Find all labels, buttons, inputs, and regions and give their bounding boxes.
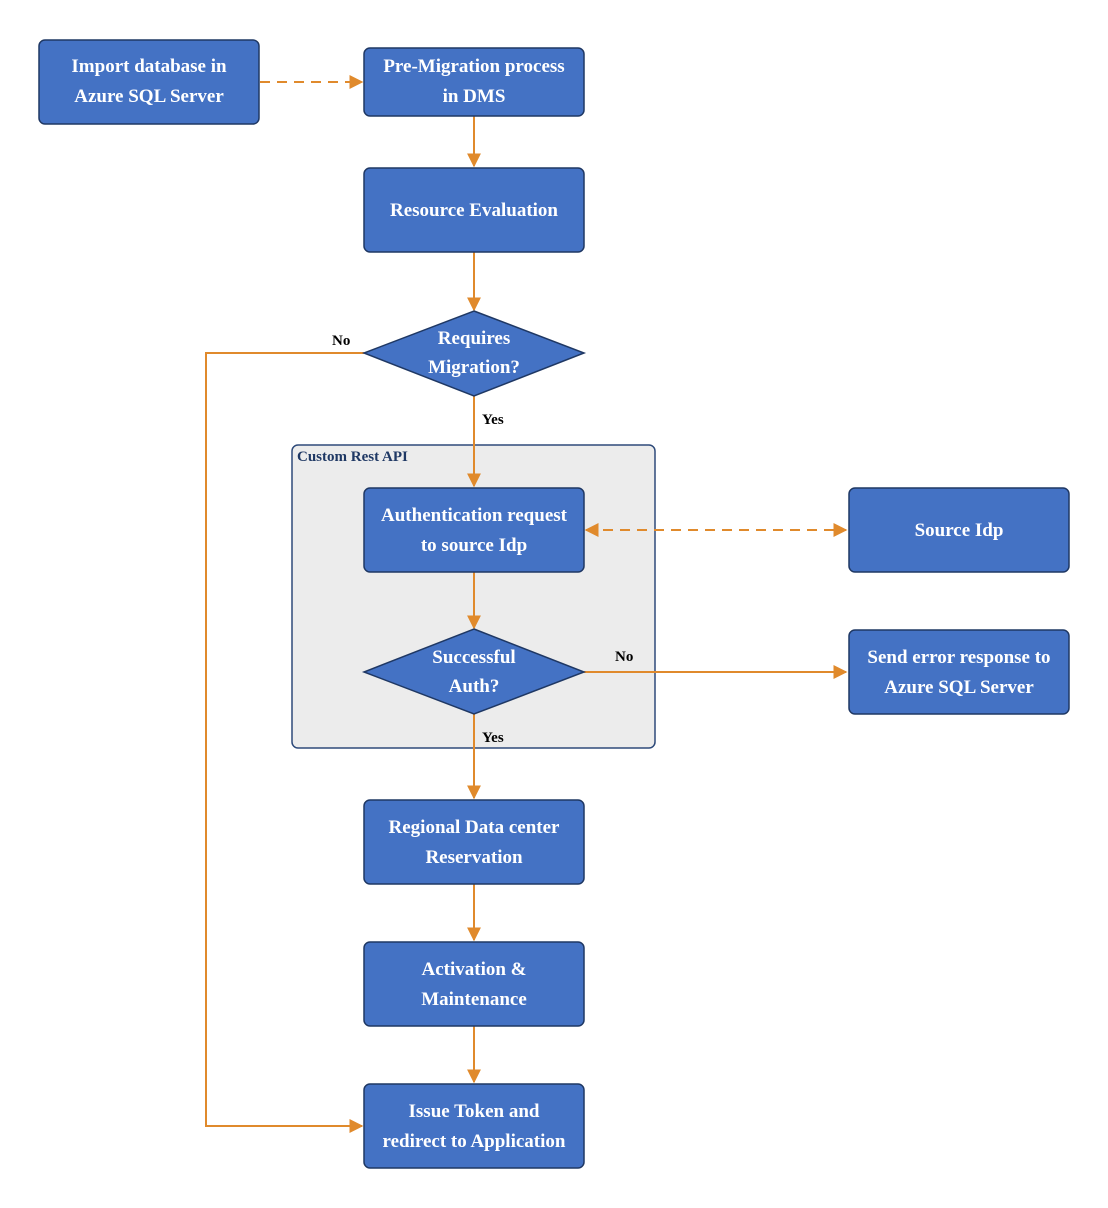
node-pre-migration-line2: in DMS (443, 86, 506, 107)
edge-label-auth-yes: Yes (482, 730, 504, 746)
node-requires-migration-line1: Requires (438, 328, 510, 349)
node-successful-auth-line2: Auth? (449, 676, 500, 697)
node-issue-token-line2: redirect to Application (383, 1131, 566, 1152)
node-requires-migration-line2: Migration? (428, 357, 520, 378)
node-pre-migration: Pre-Migration process in DMS (363, 47, 585, 117)
node-send-error-line2: Azure SQL Server (884, 677, 1034, 698)
node-source-idp-line1: Source Idp (915, 520, 1004, 541)
node-regional-dc-line1: Regional Data center (389, 817, 561, 838)
edge-label-requires-no: No (332, 333, 350, 349)
node-pre-migration-line1: Pre-Migration process (383, 56, 564, 77)
node-issue-token: Issue Token and redirect to Application (363, 1083, 585, 1169)
edge-requires-no (205, 352, 364, 1133)
node-regional-data-center: Regional Data center Reservation (363, 799, 585, 885)
group-label: Custom Rest API (297, 449, 408, 465)
node-activation-line1: Activation & (421, 959, 526, 980)
edge-label-auth-no: No (615, 649, 633, 665)
node-source-idp: Source Idp (848, 487, 1070, 573)
node-resource-evaluation-line1: Resource Evaluation (390, 200, 558, 221)
node-authentication-request-line1: Authentication request (381, 505, 568, 526)
node-authentication-request-line2: to source Idp (421, 535, 527, 556)
node-successful-auth-line1: Successful (432, 647, 515, 668)
node-issue-token-line1: Issue Token and (409, 1101, 540, 1122)
node-regional-dc-line2: Reservation (425, 847, 523, 868)
node-activation-maintenance: Activation & Maintenance (363, 941, 585, 1027)
node-requires-migration-decision: Requires Migration? (361, 310, 587, 397)
node-send-error-response: Send error response to Azure SQL Server (848, 629, 1070, 715)
node-activation-line2: Maintenance (421, 989, 527, 1010)
edge-label-requires-yes: Yes (482, 412, 504, 428)
node-import-database-line1: Import database in (71, 56, 227, 77)
node-authentication-request: Authentication request to source Idp (363, 487, 585, 573)
node-send-error-line1: Send error response to (867, 647, 1050, 668)
node-successful-auth-decision: Successful Auth? (361, 628, 587, 715)
node-resource-evaluation: Resource Evaluation (363, 167, 585, 253)
node-import-database-line2: Azure SQL Server (74, 86, 224, 107)
node-import-database: Import database in Azure SQL Server (38, 39, 260, 125)
